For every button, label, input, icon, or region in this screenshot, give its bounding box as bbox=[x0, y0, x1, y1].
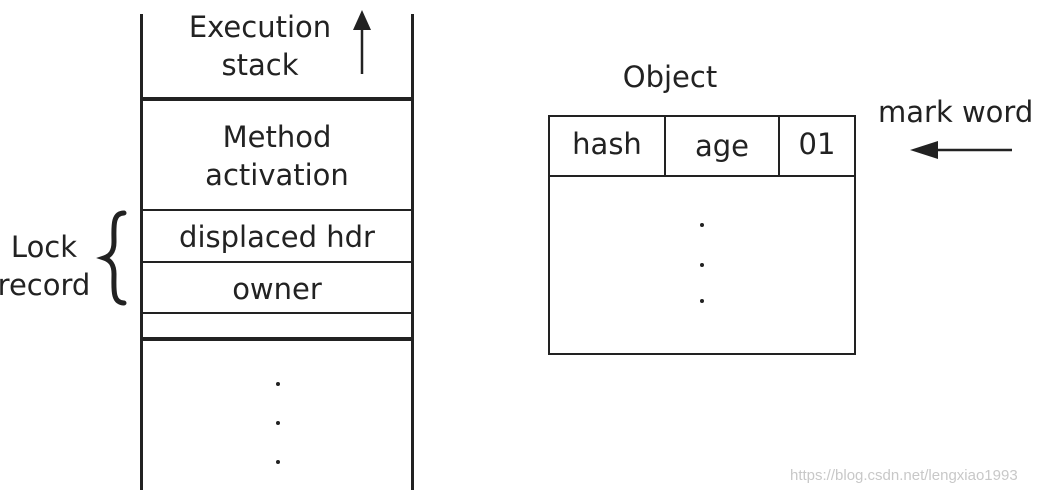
object-ellipsis-dot bbox=[700, 263, 704, 267]
execution-stack-label: Execution stack bbox=[188, 10, 332, 82]
lock-bits-cell: 01 bbox=[798, 127, 836, 161]
cell-divider bbox=[778, 117, 780, 175]
stack-ellipsis-dot bbox=[276, 421, 280, 425]
cell-divider bbox=[664, 117, 666, 175]
lock-record-label: Lock record bbox=[0, 230, 91, 302]
stack-left-border bbox=[140, 14, 143, 490]
up-arrow-icon bbox=[353, 10, 371, 74]
watermark-text: https://blog.csdn.net/lengxiao1993 bbox=[790, 467, 1018, 484]
mark-word-row-divider bbox=[550, 175, 854, 177]
method-activation-label: Method activation bbox=[205, 120, 349, 192]
object-box: hash age 01 bbox=[548, 115, 856, 355]
stack-ellipsis-dot bbox=[276, 460, 280, 464]
object-title: Object bbox=[622, 60, 718, 94]
object-ellipsis-dot bbox=[700, 299, 704, 303]
age-cell: age bbox=[694, 129, 750, 163]
owner-cell: owner bbox=[232, 272, 322, 306]
curly-brace-icon bbox=[96, 210, 127, 306]
object-ellipsis-dot bbox=[700, 223, 704, 227]
left-arrow-icon bbox=[910, 141, 1012, 159]
stack-divider-bottom bbox=[140, 337, 414, 341]
mark-word-label: mark word bbox=[878, 95, 1034, 129]
displaced-hdr-cell: displaced hdr bbox=[179, 220, 375, 254]
stack-divider-owner bbox=[140, 312, 414, 314]
stack-divider-method bbox=[140, 209, 414, 211]
stack-divider-displaced bbox=[140, 261, 414, 263]
stack-ellipsis-dot bbox=[276, 382, 280, 386]
stack-right-border bbox=[411, 14, 414, 490]
hash-cell: hash bbox=[572, 127, 642, 161]
stack-divider-top bbox=[140, 97, 414, 101]
